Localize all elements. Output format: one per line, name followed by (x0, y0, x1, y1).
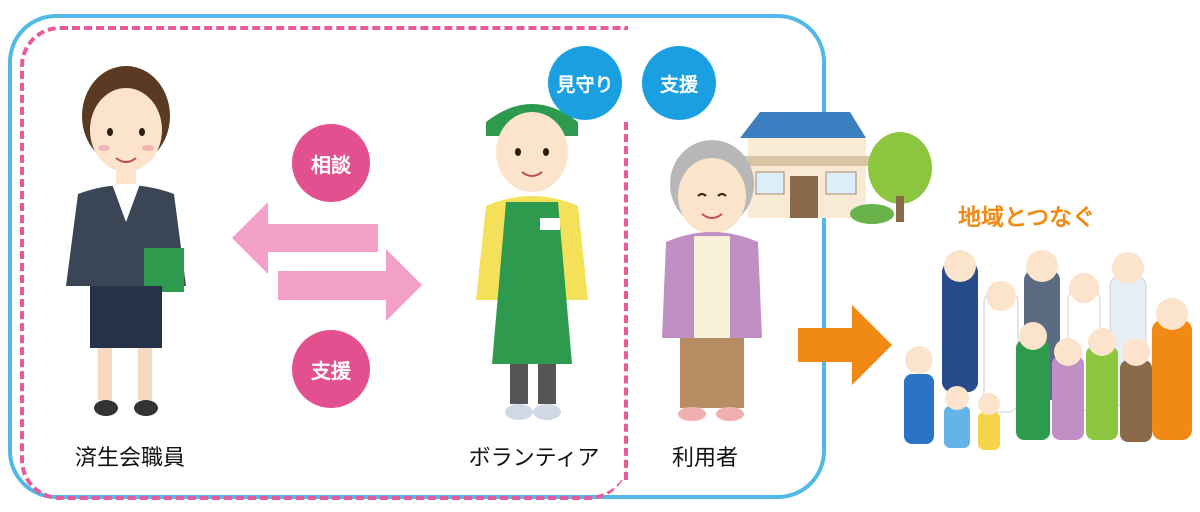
support-badge-lower: 支援 (292, 330, 370, 408)
consult-badge-label: 相談 (311, 152, 351, 177)
arrow-to-volunteer (278, 249, 422, 321)
staff-volunteer-dashed-frame (20, 26, 628, 500)
user-figure (662, 140, 762, 421)
community-label: 地域とつなぐ (958, 205, 1096, 231)
volunteer-label: ボランティア (468, 446, 600, 471)
dashed-frame-divider (624, 122, 628, 480)
arrow-to-community (798, 305, 892, 385)
watch-badge-label: 見守り (556, 73, 614, 96)
user-label: 利用者 (671, 446, 738, 471)
watch-badge: 見守り (548, 46, 622, 120)
arrow-to-staff (232, 202, 378, 274)
community-group-illustration (904, 250, 1192, 450)
staff-figure (66, 66, 186, 416)
house-illustration (740, 112, 932, 224)
support-badge-upper: 支援 (642, 46, 716, 120)
consult-badge: 相談 (292, 124, 370, 202)
staff-label: 済生会職員 (74, 446, 185, 471)
support-badge-lower-label: 支援 (311, 358, 351, 383)
support-badge-upper-label: 支援 (659, 73, 698, 96)
volunteer-figure (476, 104, 588, 420)
